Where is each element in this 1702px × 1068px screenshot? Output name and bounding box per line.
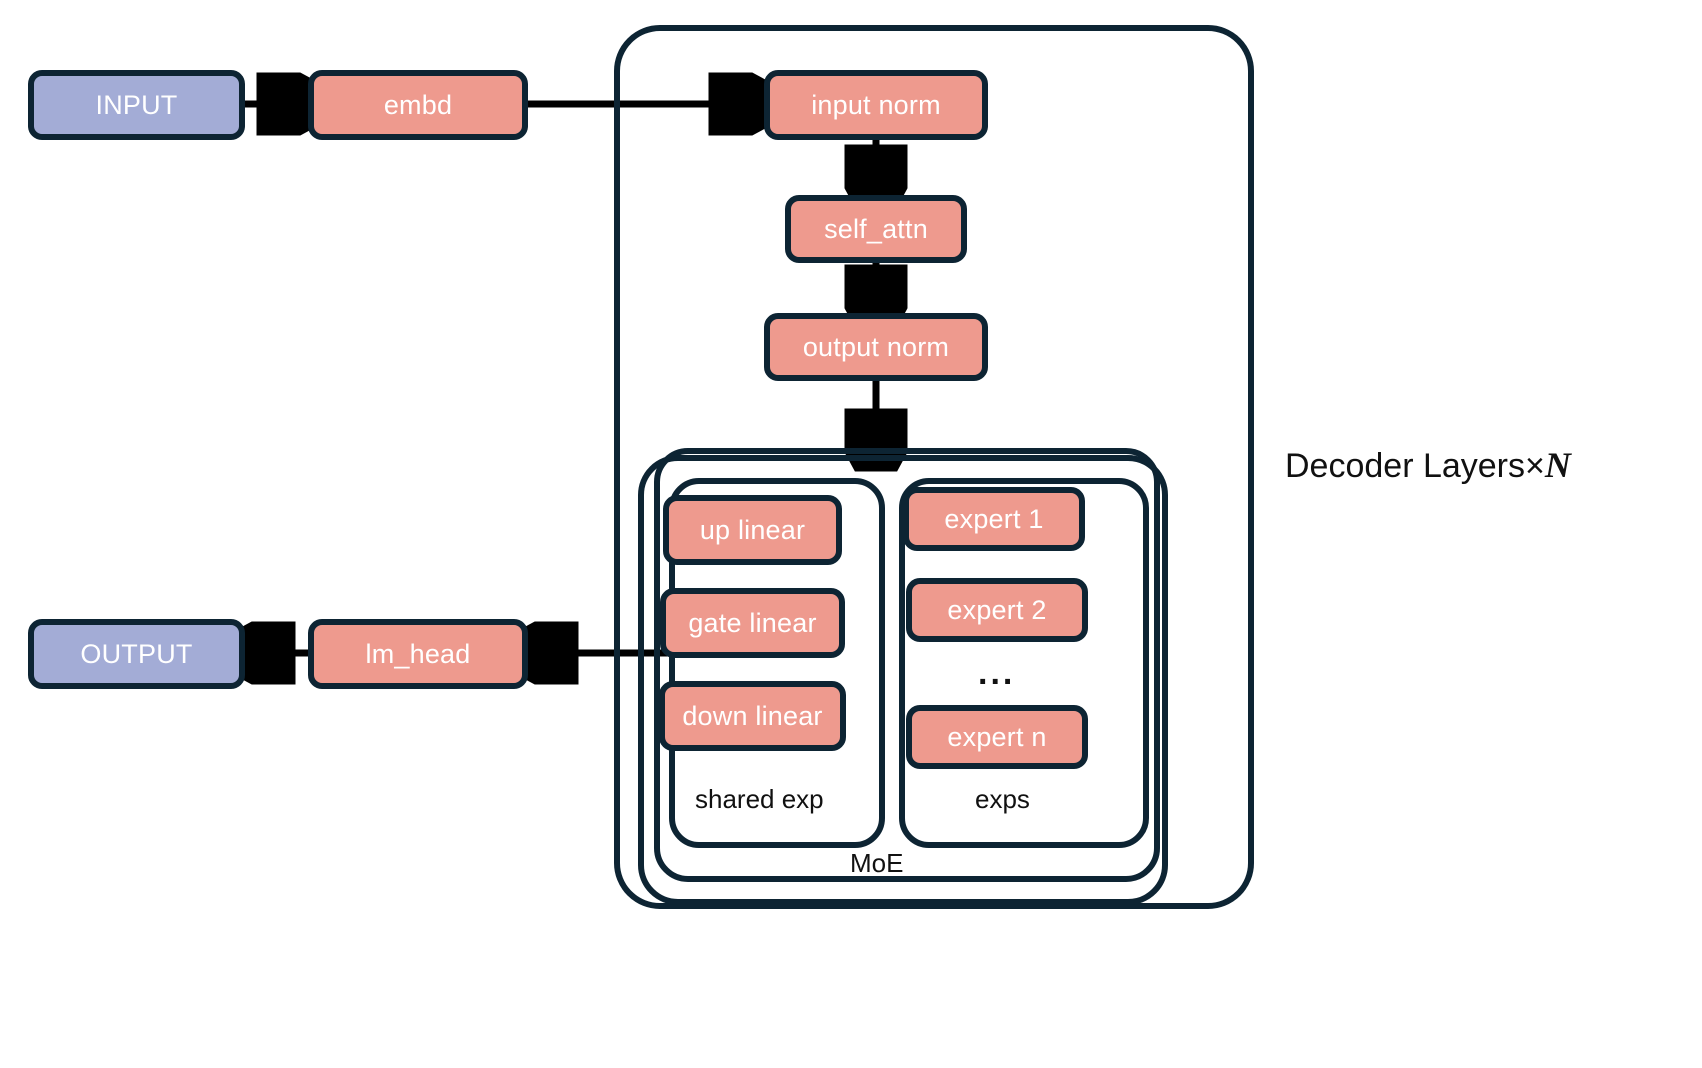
node-lm-head[interactable]: lm_head [308, 619, 528, 689]
node-down-linear[interactable]: down linear [659, 681, 846, 751]
node-expert-2-label: expert 2 [947, 594, 1047, 625]
node-output-norm[interactable]: output norm [764, 313, 988, 381]
node-expert-1-label: expert 1 [944, 503, 1044, 534]
node-expert-1[interactable]: expert 1 [903, 487, 1085, 551]
shared-exp-label: shared exp [695, 784, 824, 814]
node-down-linear-label: down linear [682, 700, 823, 731]
node-output-norm-label: output norm [802, 331, 950, 362]
decoder-layers-prefix: Decoder Layers× [1285, 447, 1545, 485]
expert-ellipsis: ... [978, 654, 1016, 692]
node-input[interactable]: INPUT [28, 70, 245, 140]
node-up-linear[interactable]: up linear [663, 495, 842, 565]
node-embd[interactable]: embd [308, 70, 528, 140]
node-self-attn-label: self_attn [824, 213, 928, 244]
exps-label: exps [975, 784, 1030, 814]
node-embd-label: embd [383, 89, 453, 120]
moe-outer-container [638, 455, 1168, 905]
decoder-layers-container [614, 25, 1254, 909]
node-expert-n[interactable]: expert n [906, 705, 1088, 769]
node-input-norm-label: input norm [811, 89, 941, 120]
moe-label: MoE [850, 848, 904, 878]
node-input-norm[interactable]: input norm [764, 70, 988, 140]
node-expert-2[interactable]: expert 2 [906, 578, 1088, 642]
decoder-layers-annotation: Decoder Layers×N [1285, 447, 1571, 483]
node-output-label: OUTPUT [80, 638, 193, 669]
shared-exp-column [669, 478, 885, 848]
node-output[interactable]: OUTPUT [28, 619, 245, 689]
moe-inner-container [654, 448, 1160, 882]
node-gate-linear-label: gate linear [688, 607, 817, 638]
node-expert-n-label: expert n [947, 721, 1047, 752]
node-lm-head-label: lm_head [365, 638, 471, 669]
node-self-attn[interactable]: self_attn [785, 195, 967, 263]
decoder-layers-count: N [1544, 445, 1571, 485]
node-up-linear-label: up linear [699, 514, 806, 545]
exps-column [899, 478, 1149, 848]
node-gate-linear[interactable]: gate linear [660, 588, 845, 658]
node-input-label: INPUT [95, 89, 178, 120]
